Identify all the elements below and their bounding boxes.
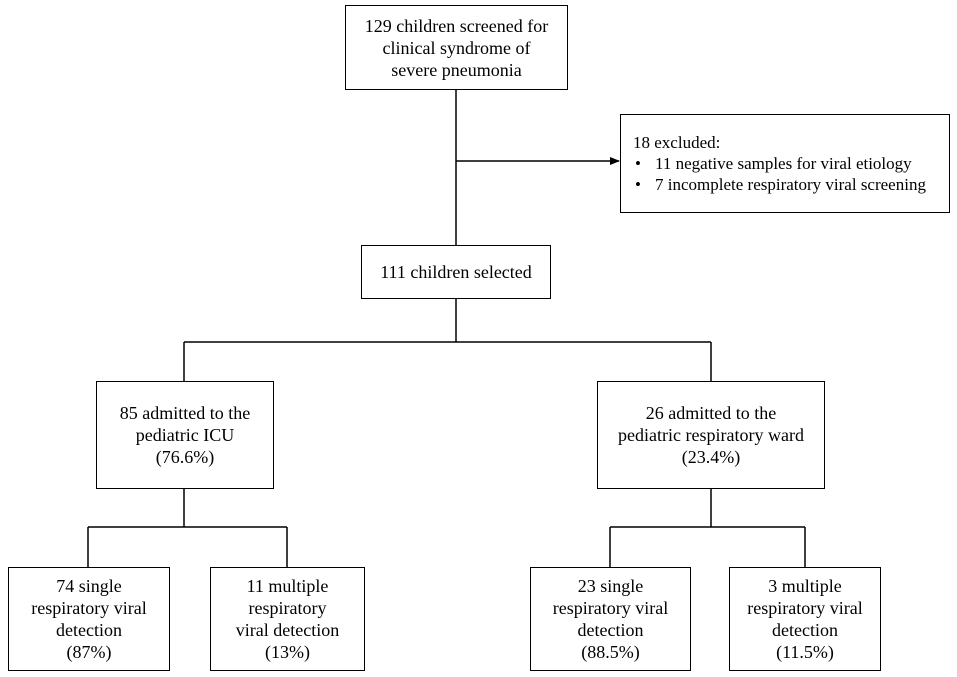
ward-multiple-line-2: respiratory viral: [747, 598, 863, 618]
ward-single-line-4: (88.5%): [581, 642, 640, 662]
picu-multiple-line-4: (13%): [265, 642, 310, 662]
ward-multiple-box: 3 multiple respiratory viral detection (…: [729, 567, 881, 671]
picu-single-line-4: (87%): [66, 642, 112, 662]
ward-single-line-1: 23 single: [577, 576, 644, 596]
picu-multiple-line-3: viral detection: [235, 620, 340, 640]
picu-single-line-3: detection: [56, 620, 122, 640]
picu-single-line-1: 74 single: [56, 576, 122, 596]
screened-line-2: clinical syndrome of: [382, 37, 531, 58]
picu-multiple-line-2: respiratory: [248, 598, 327, 618]
picu-multiple-box: 11 multiple respiratory viral detection …: [210, 567, 365, 671]
ward-line-2: pediatric respiratory ward: [618, 425, 804, 445]
picu-line-1: 85 admitted to the: [119, 403, 251, 423]
excluded-title: 18 excluded:: [633, 133, 721, 152]
picu-multiple-line-1: 11 multiple: [246, 576, 329, 596]
ward-box: 26 admitted to the pediatric respiratory…: [597, 381, 825, 489]
ward-multiple-line-1: 3 multiple: [768, 576, 842, 596]
picu-line-3: (76.6%): [155, 447, 215, 467]
ward-line-1: 26 admitted to the: [645, 403, 777, 423]
excluded-item: 7 incomplete respiratory viral screening: [633, 174, 926, 195]
screened-line-3: severe pneumonia: [391, 59, 522, 80]
picu-single-box: 74 single respiratory viral detection (8…: [8, 567, 170, 671]
picu-box: 85 admitted to the pediatric ICU (76.6%): [96, 381, 274, 489]
ward-single-box: 23 single respiratory viral detection (8…: [530, 567, 691, 671]
ward-single-line-2: respiratory viral: [552, 598, 669, 618]
excluded-list: 11 negative samples for viral etiology 7…: [633, 153, 926, 195]
ward-single-line-3: detection: [577, 620, 644, 640]
screened-line-1: 129 children screened for: [364, 15, 549, 36]
ward-multiple-line-3: detection: [772, 620, 838, 640]
ward-multiple-line-4: (11.5%): [776, 642, 834, 662]
screened-box: 129 children screened for clinical syndr…: [345, 5, 568, 90]
excluded-box: 18 excluded: 11 negative samples for vir…: [620, 114, 950, 213]
selected-line-1: 111 children selected: [380, 262, 532, 282]
picu-line-2: pediatric ICU: [135, 425, 235, 445]
ward-line-3: (23.4%): [681, 447, 741, 467]
picu-single-line-2: respiratory viral: [31, 598, 147, 618]
selected-box: 111 children selected: [361, 245, 551, 299]
excluded-item: 11 negative samples for viral etiology: [633, 153, 926, 174]
